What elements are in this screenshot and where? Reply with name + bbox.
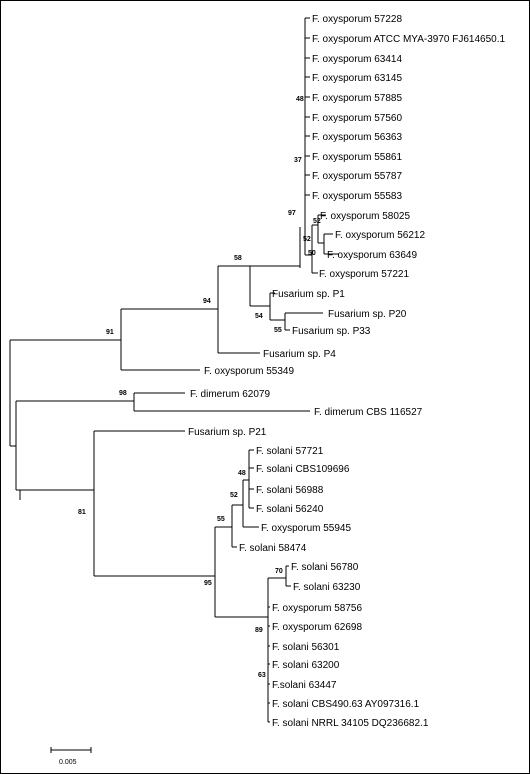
leaf-label: F. solani 57721 <box>256 446 324 457</box>
bootstrap-value: 89 <box>255 627 263 634</box>
bootstrap-value: 91 <box>106 329 114 336</box>
branch <box>15 400 134 491</box>
leaf-label: F. oxysporum 55861 <box>312 152 402 163</box>
scale-bar-label: 0.005 <box>59 759 77 766</box>
bootstrap-value: 94 <box>203 298 211 305</box>
bootstrap-value: 95 <box>204 580 212 587</box>
leaf-label: F. oxysporum 55787 <box>312 171 402 182</box>
leaf-label: F. dimerum 62079 <box>190 389 270 400</box>
branch <box>9 339 121 447</box>
leaf-label: F. solani CBS490.63 AY097316.1 <box>272 699 420 710</box>
leaf-label: Fusarium sp. P21 <box>188 427 267 438</box>
leaf-label: F. oxysporum 55583 <box>312 191 402 202</box>
branch <box>214 526 268 618</box>
branch <box>133 392 310 412</box>
branch <box>323 233 339 255</box>
bootstrap-value: 52 <box>313 218 321 225</box>
branch <box>19 489 94 500</box>
leaf-label: F. solani 63230 <box>293 582 361 593</box>
leaf-label: F. oxysporum 57560 <box>312 113 402 124</box>
leaf-label: Fusarium sp. P1 <box>272 289 345 300</box>
bootstrap-value: 81 <box>78 509 86 516</box>
bootstrap-value: 50 <box>308 250 316 257</box>
branch <box>304 17 310 255</box>
leaf-label: Fusarium sp. P33 <box>292 326 371 337</box>
branch <box>231 504 243 548</box>
branch <box>268 606 270 723</box>
leaf-label: F. oxysporum 55349 <box>204 366 294 377</box>
bootstrap-value: 63 <box>258 672 266 679</box>
leaf-label: F. solani 56988 <box>256 485 324 496</box>
leaf-label: F. oxysporum 57885 <box>312 93 402 104</box>
leaf-label: F. oxysporum 57221 <box>319 269 409 280</box>
leaf-label: F. solani NRRL 34105 DQ236682.1 <box>272 718 429 729</box>
bootstrap-value: 48 <box>296 96 304 103</box>
branch <box>249 265 300 307</box>
bootstrap-value: 54 <box>255 313 263 320</box>
leaf-label: F. solani CBS109696 <box>256 464 350 475</box>
leaf-label: F. oxysporum 56212 <box>335 230 425 241</box>
branch <box>312 214 326 244</box>
bootstrap-value: 70 <box>275 568 283 575</box>
leaf-label: F. oxysporum 56363 <box>312 132 402 143</box>
leaf-label: F.solani 63447 <box>272 680 337 691</box>
bootstrap-values: 48 37 97 52 52 52 52 52 52 52 50 58 54 5… <box>78 96 321 679</box>
leaf-label: F. oxysporum 55945 <box>261 523 351 534</box>
leaf-label: F. dimerum CBS 116527 <box>314 407 423 418</box>
leaf-label: F. oxysporum ATCC MYA-3970 FJ614650.1 <box>312 34 505 45</box>
branch <box>120 308 218 371</box>
leaf-label: F. oxysporum 62698 <box>272 622 362 633</box>
leaf-label: F. oxysporum 58756 <box>272 603 362 614</box>
branch <box>284 312 323 331</box>
leaf-label: F. solani 63200 <box>272 660 340 671</box>
scale-bar-line <box>50 747 92 753</box>
leaf-label: F. solani 56301 <box>272 642 340 653</box>
branch <box>269 292 285 321</box>
bootstrap-value: 55 <box>274 327 282 334</box>
leaf-labels: F. oxysporum 57228 F. oxysporum ATCC MYA… <box>188 14 505 729</box>
leaf-label: Fusarium sp. P4 <box>263 349 336 360</box>
branch <box>285 565 291 587</box>
tree-branches <box>9 17 339 723</box>
leaf-label: Fusarium sp. P20 <box>328 309 407 320</box>
scale-bar: 0.005 <box>50 747 92 766</box>
bootstrap-value: 52 <box>303 236 311 243</box>
leaf-label: F. oxysporum 57228 <box>312 14 402 25</box>
leaf-label: F. oxysporum 63414 <box>312 54 402 65</box>
branch <box>217 265 260 354</box>
leaf-label: F. solani 56780 <box>291 562 359 573</box>
leaf-label: F. solani 56240 <box>256 504 324 515</box>
bootstrap-value: 52 <box>230 492 238 499</box>
branch <box>93 430 215 577</box>
bootstrap-value: 98 <box>119 390 127 397</box>
leaf-label: F. oxysporum 63145 <box>312 73 402 84</box>
leaf-label: F. solani 58474 <box>239 543 307 554</box>
bootstrap-value: 97 <box>288 210 296 217</box>
bootstrap-value: 48 <box>238 470 246 477</box>
bootstrap-value: 37 <box>294 157 302 164</box>
branch <box>267 577 286 722</box>
leaf-label: F. oxysporum 58025 <box>320 211 410 222</box>
leaf-label: F. oxysporum 63649 <box>327 250 417 261</box>
branch <box>242 479 259 528</box>
branch <box>311 225 318 274</box>
branch <box>248 449 254 509</box>
bootstrap-value: 58 <box>234 255 242 262</box>
bootstrap-value: 55 <box>217 516 225 523</box>
